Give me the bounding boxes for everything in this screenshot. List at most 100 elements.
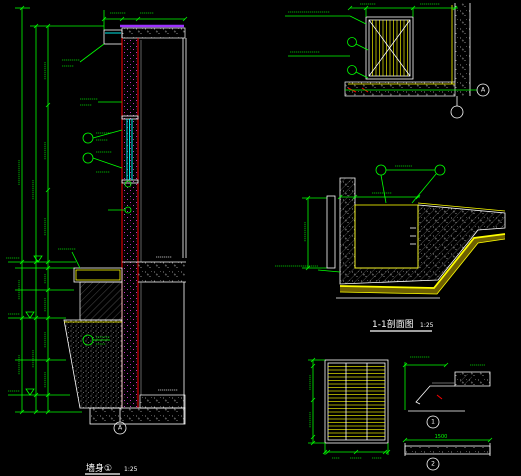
dimension-tick [363, 5, 369, 11]
ground-floor-slab [139, 394, 186, 409]
dimension-tick [45, 102, 51, 108]
dimension-tick [322, 449, 328, 455]
grille-frame [365, 16, 414, 80]
dimension-tick [347, 5, 353, 11]
dimension-tick [19, 259, 25, 265]
section-title: 1-1剖面图 [372, 318, 414, 330]
window-head [121, 115, 139, 120]
detail-reference-number: 2 [431, 461, 435, 468]
dimension-tick [119, 16, 125, 22]
dimension-tick [45, 23, 51, 29]
dimension-tick [182, 16, 188, 22]
dimension-tick [415, 194, 421, 200]
section-scale: 1:25 [420, 322, 434, 329]
dimension-text: 1500 [435, 434, 448, 440]
dimension-tick [487, 437, 493, 443]
node-detail-1: 1 [404, 362, 491, 429]
grille-outer-frame [324, 359, 389, 444]
axis-label: A [118, 425, 123, 432]
dimension-tick [45, 287, 51, 293]
roof-finish-line [417, 202, 506, 212]
elevation-marker [33, 255, 43, 263]
waterproof-layer-bottom [339, 238, 506, 295]
floor-slab [138, 262, 185, 282]
dimension-tick [33, 392, 39, 398]
dimension-tick [45, 357, 51, 363]
dimension-tick [305, 265, 311, 271]
ledge-insulation [79, 281, 123, 321]
dimension-tick [33, 23, 39, 29]
waterproof-layer-top [339, 233, 506, 289]
dimension-tick [337, 194, 343, 200]
dimension-tick [402, 362, 408, 368]
dimension-tick [33, 259, 39, 265]
dimension-tick [33, 409, 39, 415]
axis-bubble [450, 105, 464, 119]
door-grille-detail: A [285, 3, 490, 119]
callout-bubble [347, 65, 357, 75]
dimension-tick [352, 194, 358, 200]
dimension-tick [443, 362, 449, 368]
dimension-tick [19, 5, 25, 11]
window-sill [121, 179, 139, 184]
leader-line [79, 43, 105, 63]
grille-diagonal [368, 19, 411, 77]
sill-element [404, 445, 491, 455]
dimension-tick [310, 357, 316, 363]
dimension-tick [101, 16, 107, 22]
exterior-wall-hatch [122, 38, 138, 408]
grille-slats [328, 366, 385, 437]
illegible-annotations [6, 3, 485, 459]
parapet-top-slab [121, 27, 186, 39]
drip-mark [436, 394, 443, 400]
leader-line [92, 129, 123, 139]
leader-line [92, 157, 123, 169]
dimension-tick [452, 5, 458, 11]
dimension-tick [45, 409, 51, 415]
detail-reference-bubble [426, 415, 440, 429]
axis-bubble [476, 83, 490, 97]
door-frame-profile [326, 195, 336, 269]
dimension-tick [45, 265, 51, 271]
dimension-tick [410, 5, 416, 11]
planter-box-lining [354, 204, 419, 269]
ledge-profile [415, 385, 455, 405]
dimension-tick [310, 440, 316, 446]
grille-inner-frame [368, 19, 411, 77]
ledge-hatch [460, 374, 472, 384]
dimension-tick [382, 449, 388, 455]
ledge-finish [75, 269, 121, 281]
detail-reference-bubble [426, 457, 440, 471]
detail-reference-number: 1 [431, 419, 435, 426]
wall-section-detail: A 墙身① 1:25 [8, 7, 187, 475]
dimension-tick [385, 449, 391, 455]
dimension-tick [310, 363, 316, 369]
callout-bubble [347, 37, 357, 47]
leader-line [411, 173, 437, 204]
dimension-tick [45, 187, 51, 193]
dimension-tick [353, 449, 359, 455]
leader-line [355, 43, 369, 51]
axis-label: A [481, 87, 486, 94]
dimension-tick [19, 315, 25, 321]
leader-line [380, 174, 387, 204]
dimension-tick [325, 449, 331, 455]
elevation-marker [25, 311, 35, 319]
waterproof-band [340, 234, 505, 294]
dimension-tick [45, 315, 51, 321]
floor-slab [344, 81, 456, 97]
node-detail-2: 1500 2 [404, 434, 491, 471]
drawing-scale: 1:25 [124, 466, 138, 473]
dimension-tick [19, 409, 25, 415]
leader-line [355, 71, 369, 79]
dimension-tick [402, 437, 408, 443]
side-wall [455, 3, 470, 96]
drawing-title: 墙身① [86, 462, 112, 474]
section-1-1-detail: 1-1剖面图 1:25 [302, 164, 506, 332]
dimension-tick [310, 397, 316, 403]
leader-line [349, 15, 367, 25]
dimension-tick [305, 195, 311, 201]
axis-bubble [113, 421, 127, 435]
vent-grille-elevation [308, 359, 389, 455]
